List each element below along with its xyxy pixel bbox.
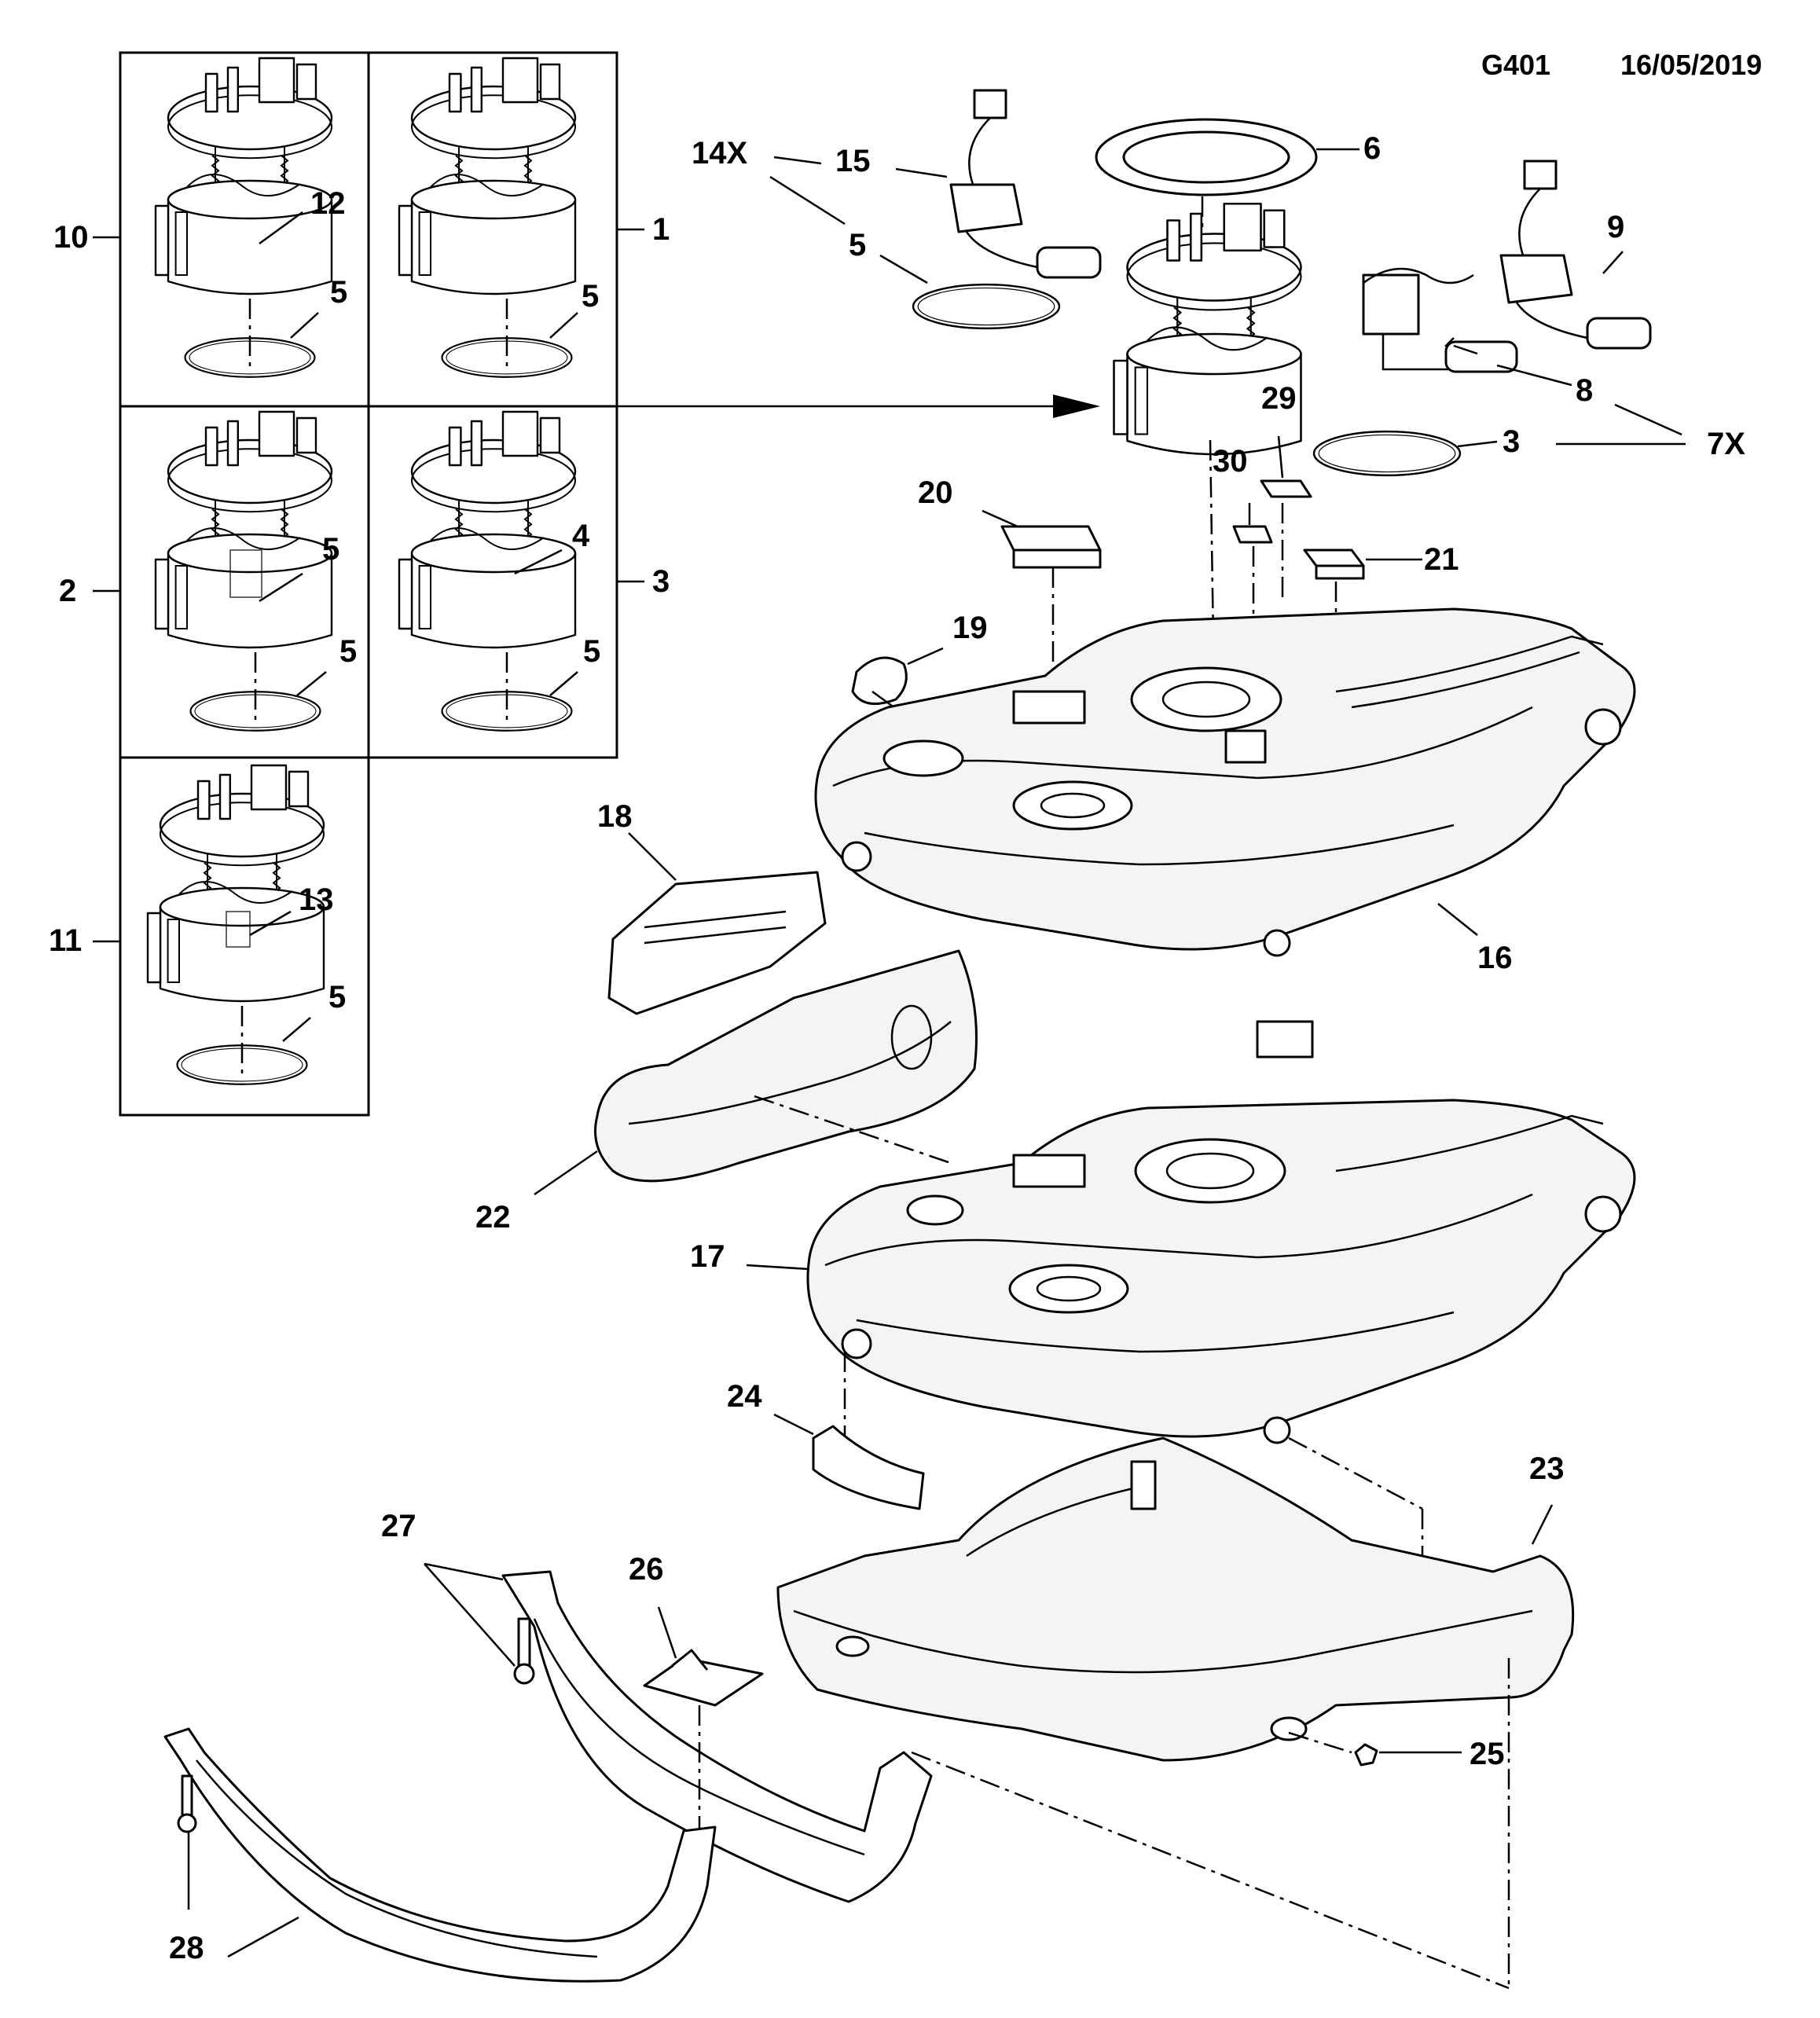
- callout-13: 13: [299, 882, 334, 917]
- fuel-pump-variant-1: [398, 57, 578, 378]
- callout-5b: 5: [582, 279, 599, 314]
- callout-10: 10: [53, 220, 89, 255]
- callout-3a: 3: [652, 564, 670, 599]
- callout-15: 15: [835, 144, 871, 178]
- callout-16: 16: [1477, 941, 1513, 975]
- callout-14x: 14X: [692, 136, 747, 171]
- callout-22: 22: [475, 1200, 511, 1235]
- pad-24: [773, 1413, 925, 1510]
- callout-labels: 10 1 12 5 5 2 3 5 4 5 5 11 13 5 14X 15 5…: [49, 131, 1745, 1965]
- diagram-code: G401: [1481, 49, 1550, 81]
- variant-arrow: [369, 394, 1100, 418]
- callout-5d: 5: [339, 634, 357, 669]
- callout-7x: 7X: [1707, 427, 1745, 461]
- fuel-pump-variant-11: [146, 764, 325, 1085]
- seal-ring-3: [1312, 430, 1686, 477]
- callout-30: 30: [1213, 444, 1248, 479]
- fuel-pump-variant-3: [398, 410, 578, 732]
- fuel-level-sender-9: [1499, 160, 1652, 350]
- callout-27: 27: [381, 1509, 416, 1543]
- callout-3b: 3: [1503, 424, 1520, 459]
- callout-4: 4: [572, 519, 590, 553]
- fuel-tank-17: [746, 1020, 1636, 1444]
- callout-5g: 5: [849, 228, 866, 262]
- pad-29: [1260, 435, 1312, 597]
- clip-25: [1288, 1731, 1462, 1767]
- callout-8: 8: [1576, 373, 1593, 408]
- callout-9: 9: [1607, 210, 1624, 244]
- callout-12: 12: [310, 186, 346, 221]
- callout-26: 26: [629, 1552, 664, 1587]
- callout-20: 20: [918, 475, 953, 510]
- fuel-pump-variant-2: [154, 410, 333, 732]
- strap-28: [163, 1727, 717, 1983]
- callout-2: 2: [59, 574, 76, 608]
- heat-shield-22: [534, 949, 978, 1196]
- fuel-pump-variant-10: [154, 57, 333, 378]
- callout-29: 29: [1261, 381, 1297, 416]
- lock-ring-6: [1095, 118, 1359, 196]
- callout-1: 1: [652, 212, 670, 247]
- callout-17: 17: [690, 1239, 725, 1274]
- fuel-tank-16: [814, 607, 1636, 957]
- callout-11: 11: [49, 923, 82, 958]
- callout-23: 23: [1529, 1451, 1565, 1486]
- strap-27: [424, 1562, 1510, 1990]
- callout-25: 25: [1470, 1737, 1505, 1771]
- callout-21: 21: [1424, 542, 1459, 577]
- pump-variant-grid: [93, 51, 644, 1117]
- fuel-level-sender-8: [1362, 267, 1682, 436]
- callout-18: 18: [597, 799, 633, 834]
- callout-6: 6: [1363, 131, 1381, 166]
- fuel-level-sender-15: [769, 89, 1102, 279]
- main-fuel-pump: [1113, 202, 1302, 456]
- diagram-date: 16/05/2019: [1620, 49, 1762, 81]
- seal-ring-5-main: [879, 254, 1061, 330]
- pad-21: [1303, 549, 1422, 802]
- under-shield-23: [776, 1436, 1575, 1988]
- callout-19: 19: [952, 611, 988, 645]
- callout-5f: 5: [328, 980, 346, 1015]
- callout-28: 28: [169, 1931, 204, 1965]
- callout-5e: 5: [583, 634, 600, 669]
- callout-5a: 5: [330, 275, 347, 310]
- callout-5c: 5: [322, 532, 339, 567]
- callout-24: 24: [727, 1379, 762, 1414]
- bracket-26: [643, 1606, 764, 1870]
- heat-shield-18: [607, 832, 827, 1015]
